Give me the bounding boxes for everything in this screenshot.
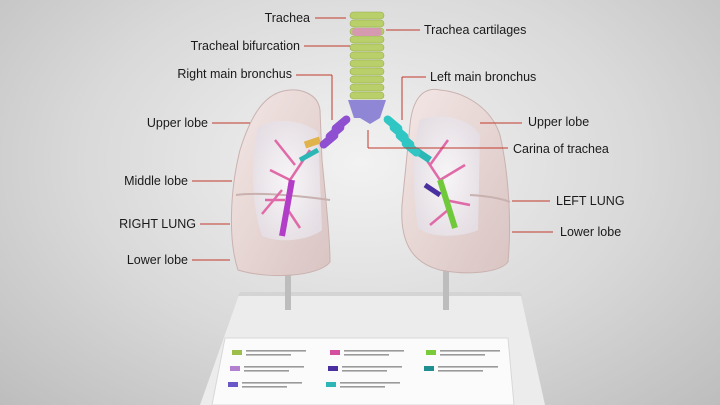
legend-text-line [438, 366, 498, 368]
label-left-main-bronchus: Left main bronchus [430, 70, 537, 84]
legend-text-line [246, 354, 291, 356]
legend-swatch [330, 350, 340, 355]
legend-swatch [424, 366, 434, 371]
legend-swatch [426, 350, 436, 355]
label-carina: Carina of trachea [513, 142, 609, 156]
left-lung [401, 88, 511, 274]
trachea-model [319, 11, 421, 157]
legend-text-line [440, 354, 485, 356]
label-lower-lobe-right: Lower lobe [126, 253, 188, 267]
legend-text-line [438, 370, 483, 372]
legend-swatch [232, 350, 242, 355]
legend-text-line [344, 354, 389, 356]
label-trachea: Trachea [264, 11, 310, 25]
cartilage-ring [349, 67, 385, 76]
legend-swatch [328, 366, 338, 371]
label-left-lung: LEFT LUNG [556, 194, 625, 208]
label-upper-lobe-right: Upper lobe [146, 116, 208, 130]
right-segments [279, 136, 322, 237]
right-lung [230, 89, 331, 277]
legend-swatch [228, 382, 238, 387]
legend-swatch [326, 382, 336, 387]
label-tracheal-bifurcation: Tracheal bifurcation [190, 39, 300, 53]
right-main-bronchus [319, 115, 351, 149]
label-right-lung: RIGHT LUNG [119, 217, 196, 231]
legend-text-line [340, 382, 400, 384]
label-trachea-cartilages: Trachea cartilages [424, 23, 527, 37]
legend-text-line [242, 382, 302, 384]
cartilage-ring [349, 11, 385, 20]
legend-text-line [344, 350, 404, 352]
legend-text-line [342, 370, 387, 372]
label-right-main-bronchus: Right main bronchus [177, 67, 292, 81]
legend-text-line [244, 366, 304, 368]
label-lower-lobe-left: Lower lobe [560, 225, 622, 239]
label-upper-lobe-left: Upper lobe [528, 115, 590, 129]
cartilage-ring [349, 51, 385, 60]
legend-text-line [242, 386, 287, 388]
left-main-bronchus [383, 115, 421, 157]
legend-text-line [340, 386, 385, 388]
cartilage-ring [349, 91, 385, 100]
cartilage-ring [349, 43, 385, 52]
cartilage-ring [349, 59, 385, 68]
legend-text-line [246, 350, 306, 352]
label-middle-lobe: Middle lobe [124, 174, 188, 188]
legend-text-line [342, 366, 402, 368]
cartilage-ring [349, 19, 385, 28]
legend-swatch [230, 366, 240, 371]
legend-card [211, 337, 515, 405]
cartilage-ring [349, 75, 385, 84]
cartilage-ring [349, 35, 385, 44]
cartilage-ring [349, 83, 385, 92]
legend-text-line [244, 370, 289, 372]
legend-text-line [440, 350, 500, 352]
leader-lines [192, 17, 553, 261]
